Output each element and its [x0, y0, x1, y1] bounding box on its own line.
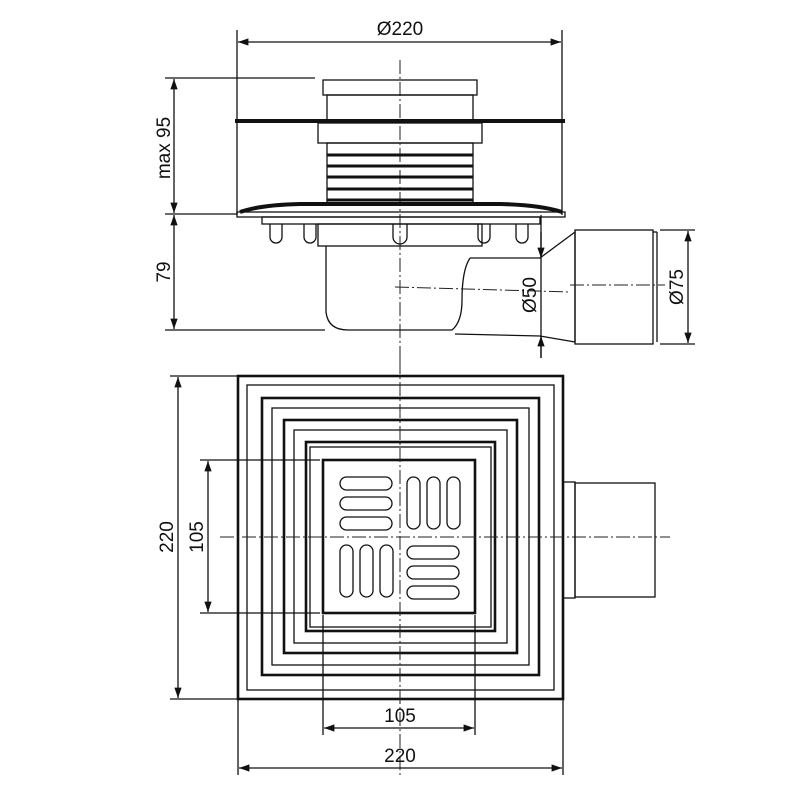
body-height-220-label: 220 [157, 521, 178, 553]
outlet-pipe [454, 230, 576, 343]
height-79-label: 79 [154, 261, 175, 282]
flange [236, 211, 566, 218]
bowl [325, 246, 471, 331]
top-view: 220 105 105 220 [157, 360, 670, 775]
diameter-50-label: Ø50 [520, 277, 541, 313]
bolts [269, 224, 529, 245]
outlet-socket-top [574, 482, 656, 598]
diameter-220-label: Ø220 [377, 19, 423, 40]
outlet-socket [574, 229, 654, 345]
max-95-label: max 95 [154, 117, 175, 179]
grate-height-105-label: 105 [187, 521, 208, 553]
body-width-220-label: 220 [384, 746, 416, 767]
side-view: Ø220 max 95 79 [154, 19, 695, 360]
grate-width-105-label: 105 [384, 706, 416, 727]
grate-slots [339, 476, 461, 600]
diameter-75-label: Ø75 [667, 269, 688, 305]
